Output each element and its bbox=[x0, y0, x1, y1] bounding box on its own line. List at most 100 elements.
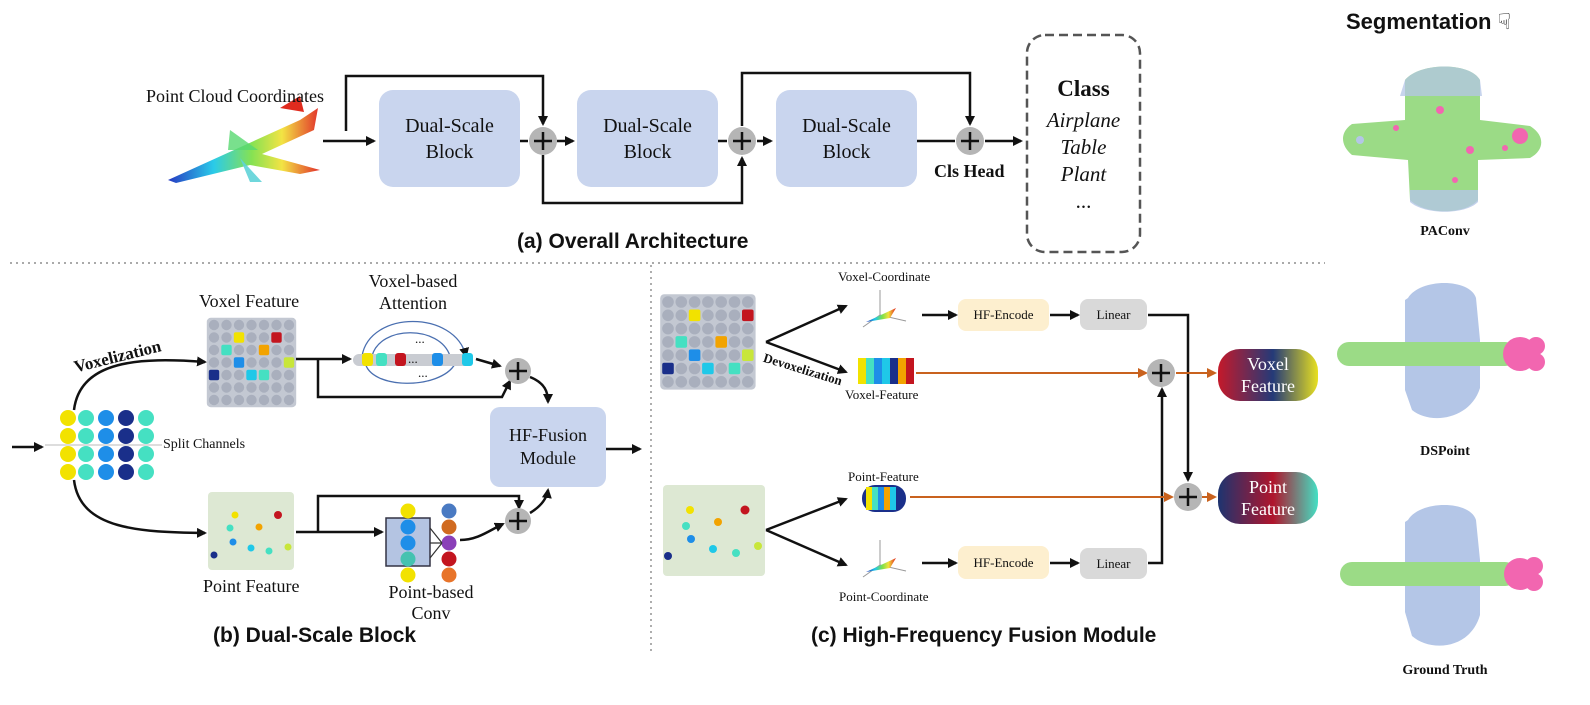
point-cloud-dots-b bbox=[210, 511, 292, 559]
point-feature-small-label: Point-Feature bbox=[848, 469, 919, 484]
voxel-cell bbox=[662, 336, 674, 348]
voxel-cell bbox=[221, 319, 232, 331]
voxel-cell bbox=[715, 309, 727, 322]
linear-box-top[interactable]: Linear bbox=[1080, 299, 1147, 330]
class-item: Plant bbox=[1060, 162, 1107, 186]
voxel-cell bbox=[688, 309, 701, 322]
point-feature-panel-c bbox=[663, 485, 765, 576]
point-coordinate-label: Point-Coordinate bbox=[839, 589, 929, 604]
add-node-icon bbox=[505, 358, 531, 384]
fusion-label-line1: HF-Fusion bbox=[508, 425, 588, 445]
voxel-cell bbox=[233, 382, 245, 393]
voxel-cell bbox=[283, 319, 295, 331]
point-feature-label: Point Feature bbox=[203, 576, 300, 596]
voxel-cell bbox=[715, 336, 727, 348]
voxel-cell bbox=[675, 376, 688, 388]
voxel-cell bbox=[221, 344, 232, 356]
voxel-cell bbox=[728, 309, 741, 322]
point-out-line1: Point bbox=[1248, 477, 1287, 497]
caption-hf-fusion: (c) High-Frequency Fusion Module bbox=[811, 624, 1157, 647]
voxel-cell bbox=[221, 332, 232, 343]
block-label-line2: Block bbox=[425, 140, 474, 163]
voxel-cell bbox=[675, 322, 688, 335]
voxel-cell bbox=[208, 369, 220, 381]
point-cloud-dots-c bbox=[664, 505, 762, 560]
voxel-cell bbox=[688, 376, 701, 388]
voxel-cell bbox=[675, 296, 688, 308]
voxel-cell bbox=[233, 319, 245, 331]
voxel-out-line2: Feature bbox=[1241, 376, 1295, 396]
voxel-cell bbox=[702, 309, 714, 322]
hf-encode-box-top[interactable]: HF-Encode bbox=[958, 299, 1049, 331]
method-label-paconv: PAConv bbox=[1420, 224, 1470, 239]
point-cloud-airplane bbox=[168, 96, 320, 183]
add-node-icon bbox=[529, 127, 557, 155]
voxel-cell bbox=[702, 322, 714, 335]
hf-encode-box-bottom[interactable]: HF-Encode bbox=[958, 546, 1049, 579]
voxel-cell bbox=[258, 369, 270, 381]
voxel-cell bbox=[258, 319, 270, 331]
voxel-cell bbox=[715, 322, 727, 335]
class-list: Airplane Table Plant ... bbox=[1027, 107, 1140, 215]
voxel-attention-graph bbox=[353, 320, 473, 384]
block-label-line1: Dual-Scale bbox=[802, 114, 891, 137]
voxel-cell bbox=[728, 336, 741, 348]
add-node-icon bbox=[1147, 359, 1175, 387]
add-node-icon bbox=[728, 127, 756, 155]
voxel-cell bbox=[742, 322, 754, 335]
voxel-cell bbox=[742, 362, 754, 375]
voxel-cell bbox=[221, 369, 232, 381]
voxel-cell bbox=[271, 394, 282, 406]
voxel-cell bbox=[283, 332, 295, 343]
voxel-cell bbox=[715, 349, 727, 362]
voxel-cell bbox=[283, 382, 295, 393]
voxel-cell bbox=[728, 362, 741, 375]
point-coordinate-icon bbox=[862, 540, 907, 578]
voxel-cell bbox=[258, 332, 270, 343]
voxel-coordinate-icon bbox=[862, 290, 907, 328]
voxel-cell bbox=[283, 344, 295, 356]
voxel-cell bbox=[702, 349, 714, 362]
voxel-cell bbox=[221, 357, 232, 368]
voxel-grid-c bbox=[660, 294, 756, 390]
voxel-cell bbox=[208, 382, 220, 393]
voxel-cell bbox=[675, 362, 688, 375]
voxel-cell bbox=[271, 319, 282, 331]
voxel-cell bbox=[246, 332, 257, 343]
voxel-cell bbox=[742, 349, 754, 361]
voxel-cell bbox=[675, 309, 688, 322]
voxel-cell bbox=[662, 349, 674, 362]
split-channels-label: Split Channels bbox=[163, 437, 246, 452]
voxel-cell bbox=[246, 357, 257, 368]
voxel-cell bbox=[715, 376, 727, 388]
add-node-icon bbox=[956, 127, 984, 155]
linear-box-bottom[interactable]: Linear bbox=[1080, 548, 1147, 579]
voxel-cell bbox=[742, 336, 754, 348]
voxel-cell bbox=[271, 369, 282, 381]
point-conv-line1: Point-based bbox=[388, 582, 474, 602]
block-label-line2: Block bbox=[623, 140, 672, 163]
point-feature-panel-b bbox=[208, 492, 294, 570]
voxel-grid-b bbox=[206, 317, 297, 408]
voxel-cell bbox=[221, 382, 232, 393]
segmentation-title-text: Segmentation bbox=[1346, 9, 1492, 34]
fusion-label-line2: Module bbox=[520, 448, 576, 468]
voxel-cell bbox=[662, 376, 674, 388]
block-label-line2: Block bbox=[822, 140, 871, 163]
segmentation-paconv bbox=[1343, 66, 1542, 212]
voxel-cell bbox=[688, 362, 701, 375]
class-item: ... bbox=[1075, 189, 1092, 213]
voxel-coordinate-label: Voxel-Coordinate bbox=[838, 269, 931, 284]
voxel-cell bbox=[208, 394, 220, 406]
voxel-cell bbox=[742, 296, 754, 308]
voxel-cell bbox=[233, 332, 245, 343]
voxel-attention-label: Voxel-based Attention bbox=[358, 270, 468, 314]
attention-dots-bottom: ... bbox=[418, 365, 428, 380]
voxel-cell bbox=[742, 309, 754, 322]
